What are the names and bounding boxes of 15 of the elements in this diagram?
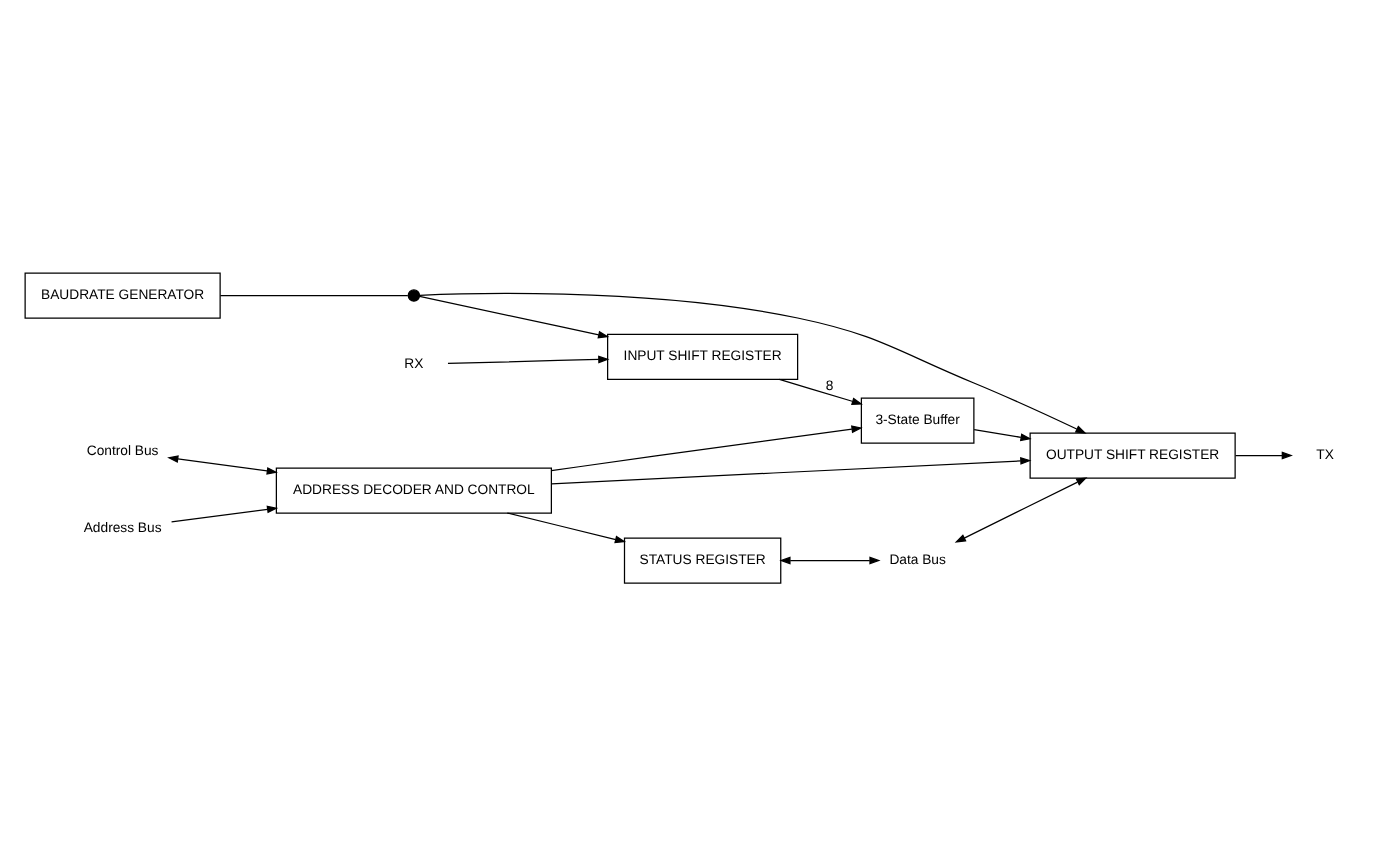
arrow [419, 295, 610, 339]
arrow [1234, 451, 1293, 460]
arrow [550, 457, 1032, 485]
arrow [170, 505, 279, 523]
arrow [419, 292, 1087, 434]
arrow [550, 425, 863, 472]
node-circle [407, 289, 421, 302]
arrow [167, 455, 278, 475]
arrow [447, 355, 610, 364]
connector [219, 294, 409, 297]
arrow [954, 477, 1088, 543]
arrow [779, 556, 881, 565]
arrow [506, 512, 627, 544]
arrow [973, 428, 1032, 442]
arrow [778, 378, 863, 405]
